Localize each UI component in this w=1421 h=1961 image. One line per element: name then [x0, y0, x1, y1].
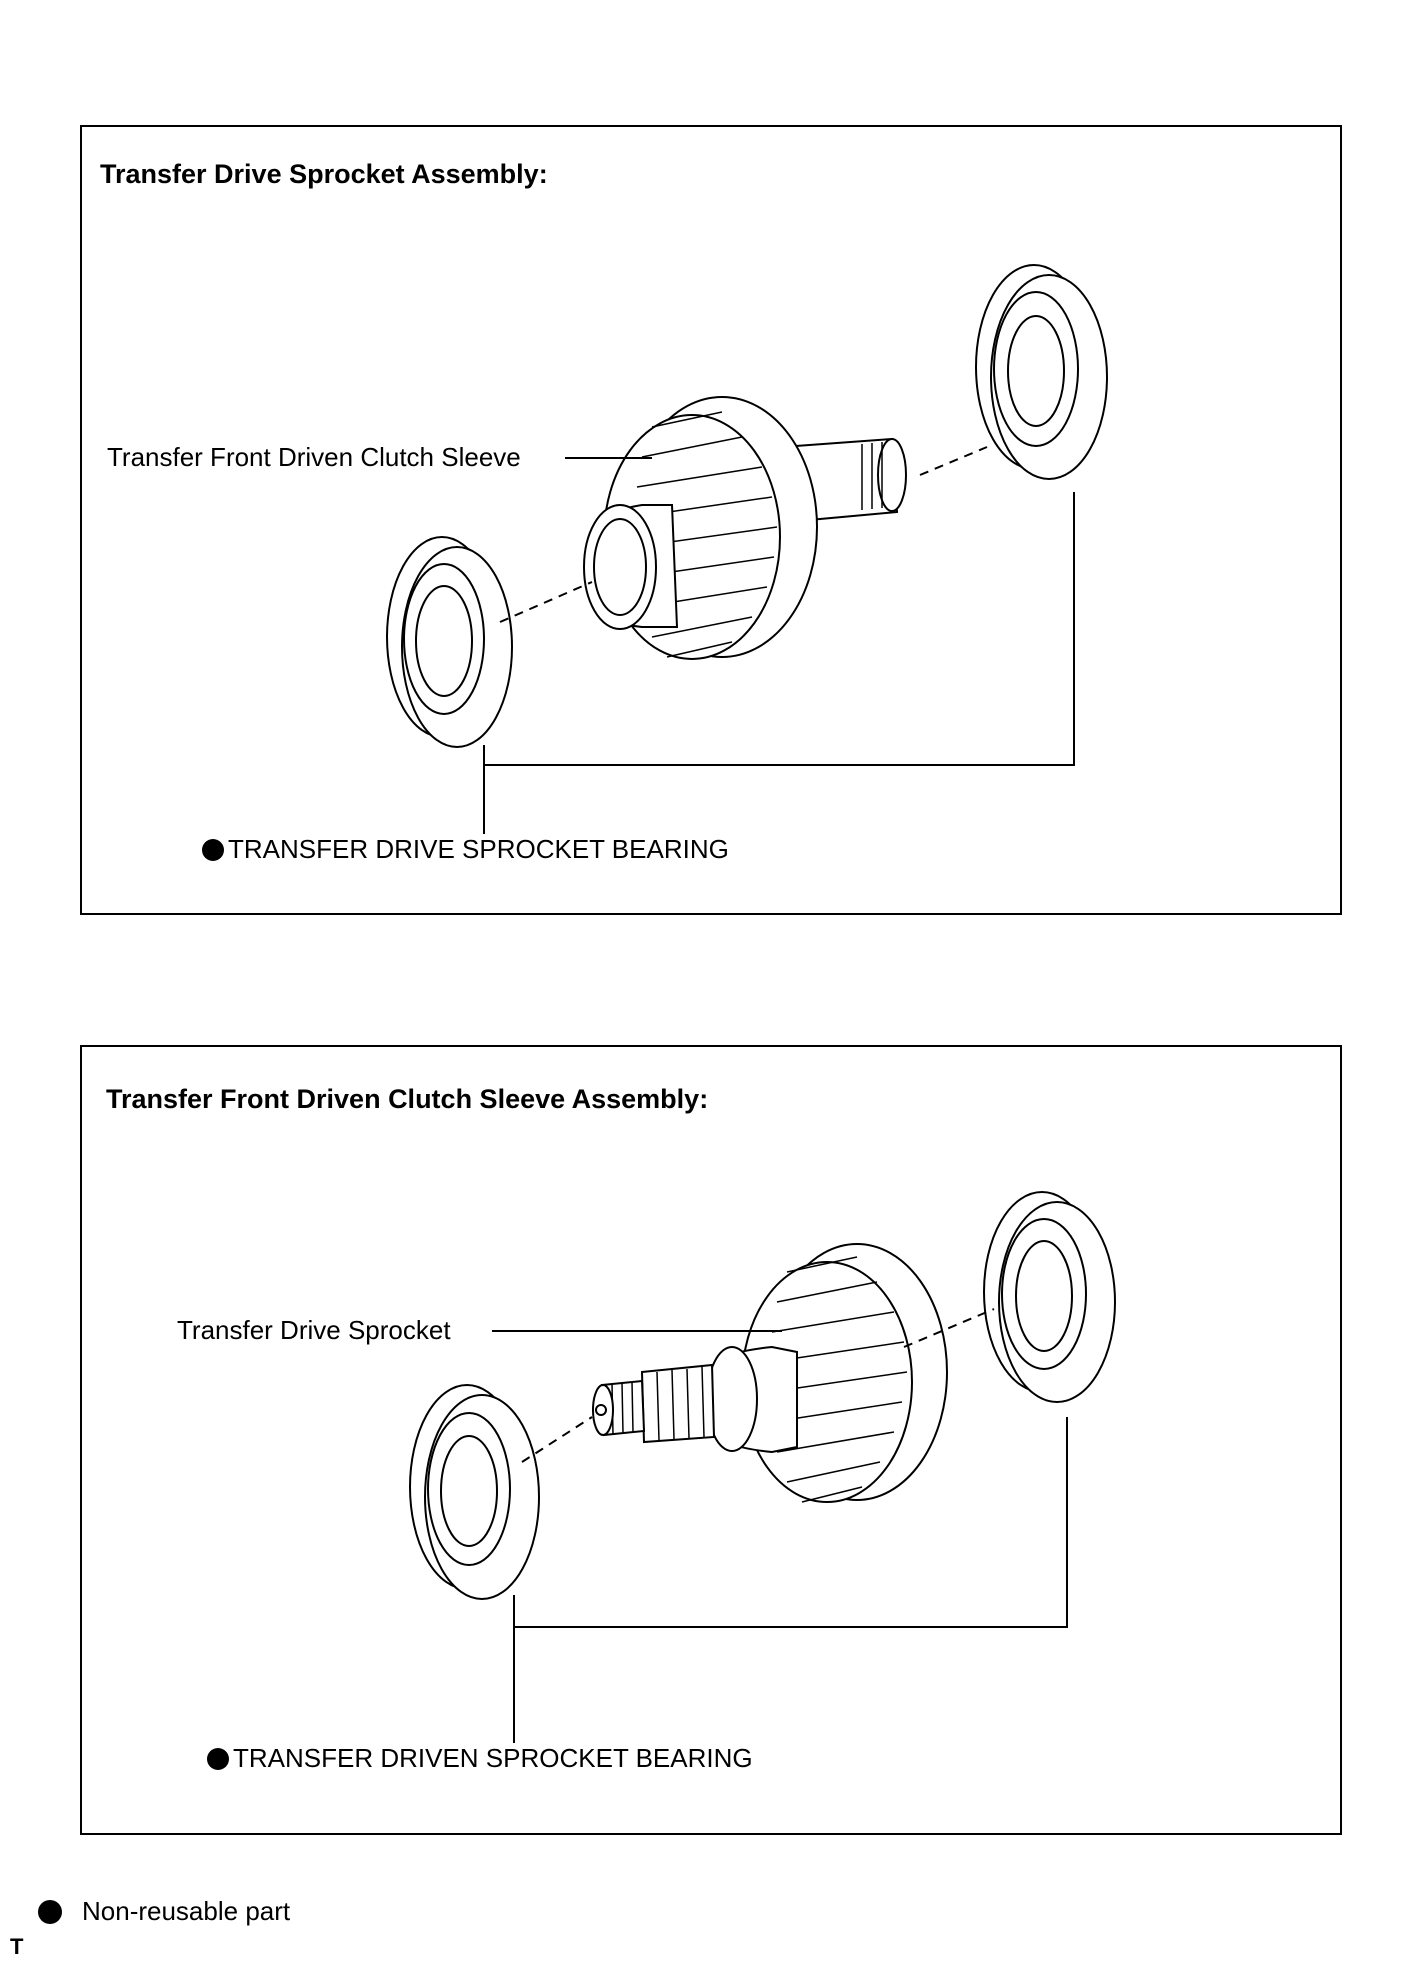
axis-line: [919, 446, 988, 476]
part-callout-label: Transfer Drive Sprocket: [177, 1315, 451, 1345]
non-reusable-icon: [207, 1747, 229, 1770]
panel-title: Transfer Front Driven Clutch Sleeve Asse…: [106, 1084, 709, 1114]
panel-title: Transfer Drive Sprocket Assembly:: [100, 159, 548, 189]
bearing-callout-label: TRANSFER DRIVEN SPROCKET BEARING: [233, 1743, 753, 1773]
leader-line-bearing-bracket: [484, 492, 1075, 766]
axis-line: [521, 1416, 593, 1463]
filled-circle-icon: [38, 1899, 62, 1924]
axis-line: [903, 1308, 995, 1348]
axis-line: [499, 581, 593, 623]
part-callout-label: Transfer Front Driven Clutch Sleeve: [107, 442, 521, 472]
diagram-panel-clutch-sleeve: Transfer Front Driven Clutch Sleeve Asse…: [80, 1045, 1342, 1835]
exploded-view-drive-sprocket: [386, 264, 1108, 834]
bearing-callout: TRANSFER DRIVE SPROCKET BEARING: [202, 834, 729, 865]
exploded-view-clutch-sleeve: [409, 1191, 1116, 1743]
diagram-panel-drive-sprocket: Transfer Drive Sprocket Assembly:: [80, 125, 1342, 915]
leader-line-bearing-bracket: [514, 1417, 1068, 1628]
non-reusable-icon: [202, 838, 224, 861]
bearing-callout: TRANSFER DRIVEN SPROCKET BEARING: [207, 1743, 753, 1774]
legend: Non-reusable part: [38, 1896, 290, 1927]
footer-mark: T: [10, 1934, 24, 1959]
bearing-callout-label: TRANSFER DRIVE SPROCKET BEARING: [228, 834, 729, 864]
legend-label: Non-reusable part: [82, 1896, 291, 1926]
